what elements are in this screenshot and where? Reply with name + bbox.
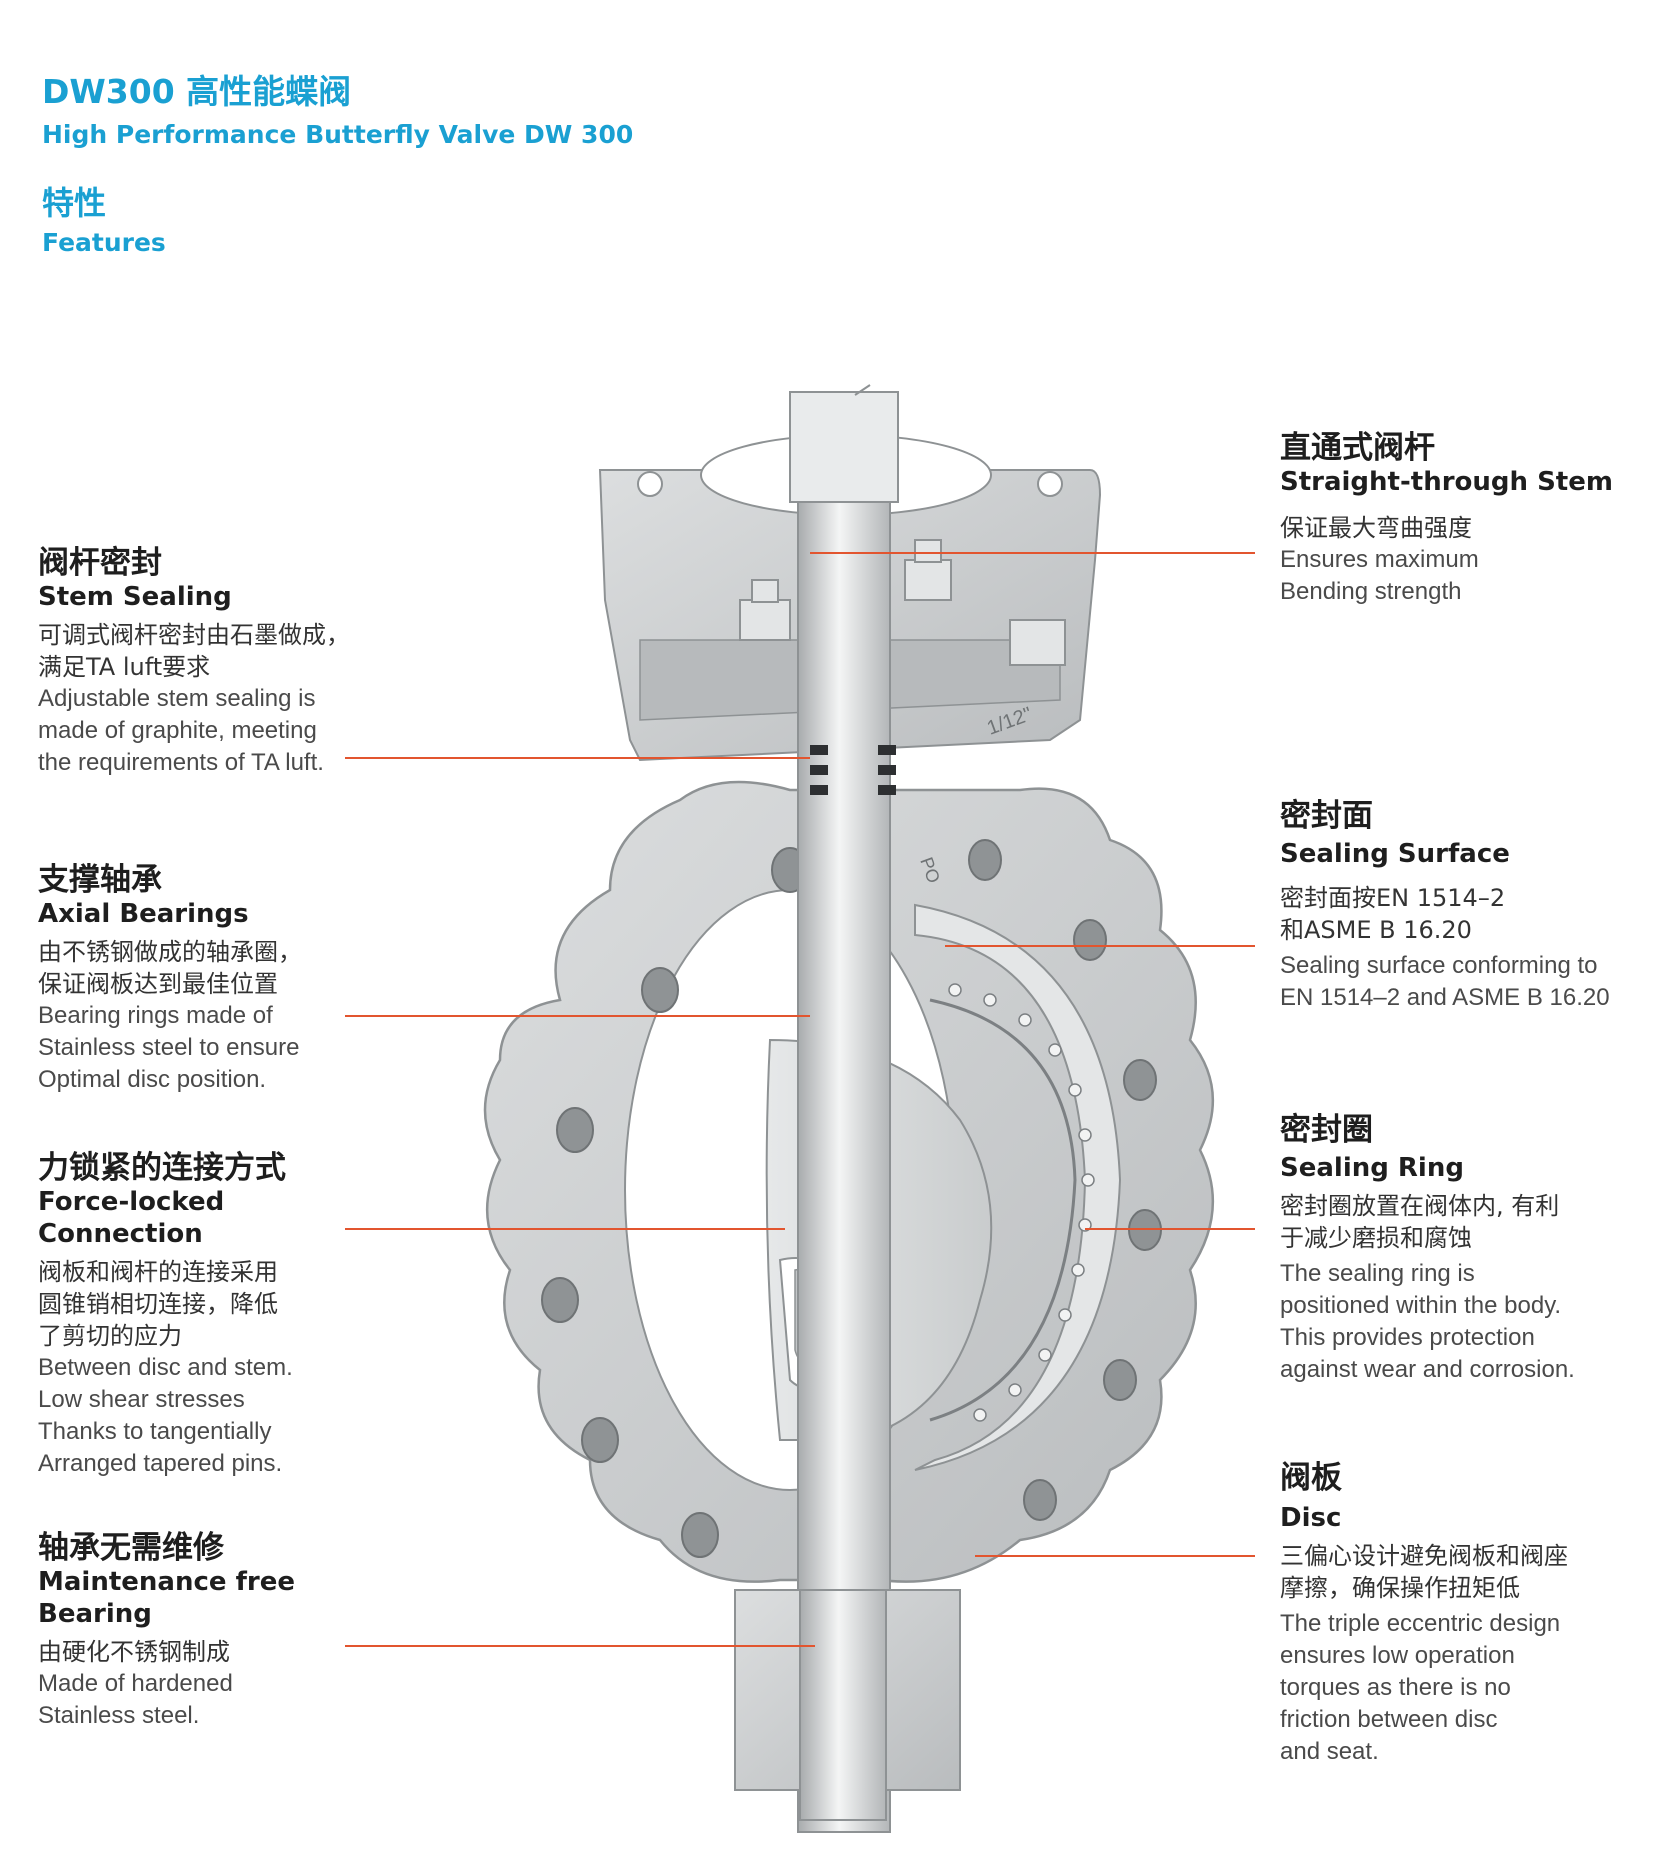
- feature-title-zh: 力锁紧的连接方式: [38, 1150, 286, 1186]
- feature-title-zh: 密封面: [1280, 798, 1373, 834]
- feature-title-en: Axial Bearings: [38, 899, 249, 929]
- feature-desc-en: Bearing rings made of Stainless steel to…: [38, 1002, 300, 1093]
- leader-force-locked-connection: [345, 1228, 785, 1230]
- feature-desc-en: Adjustable stem sealing is made of graph…: [38, 685, 324, 776]
- feature-straight-through-stem: 直通式阀杆 Straight-through Stem 保证最大弯曲强度 Ens…: [1280, 430, 1640, 608]
- section-title-en: Features: [42, 228, 166, 257]
- page-title-en: High Performance Butterfly Valve DW 300: [42, 120, 634, 149]
- leader-maintenance-free-bearing: [345, 1645, 815, 1647]
- feature-desc-en: Between disc and stem. Low shear stresse…: [38, 1354, 293, 1477]
- feature-title-en: Force-locked Connection: [38, 1187, 225, 1249]
- lug-bolt-holes: [541, 839, 1162, 1558]
- feature-desc-zh: 保证最大弯曲强度: [1280, 514, 1472, 542]
- feature-title-en: Maintenance free Bearing: [38, 1567, 295, 1629]
- page-title-zh: DW300 高性能蝶阀: [42, 72, 352, 111]
- feature-desc-zh: 三偏心设计避免阀板和阀座 摩擦，确保操作扭矩低: [1280, 1542, 1568, 1602]
- feature-force-locked-connection: 力锁紧的连接方式 Force-locked Connection 阀板和阀杆的连…: [38, 1150, 368, 1480]
- feature-sealing-ring: 密封圈 Sealing Ring 密封圈放置在阀体内, 有利 于减少磨损和腐蚀 …: [1280, 1112, 1640, 1386]
- feature-title-zh: 密封圈: [1280, 1112, 1373, 1148]
- feature-title-en: Sealing Ring: [1280, 1153, 1464, 1183]
- feature-desc-en: Sealing surface conforming to EN 1514–2 …: [1280, 952, 1610, 1011]
- leader-axial-bearings: [345, 1015, 810, 1017]
- feature-desc-en: The triple eccentric design ensures low …: [1280, 1610, 1561, 1765]
- feature-desc-en: The sealing ring is positioned within th…: [1280, 1260, 1575, 1383]
- feature-desc-zh: 由不锈钢做成的轴承圈， 保证阀板达到最佳位置: [38, 938, 302, 998]
- feature-title-zh: 轴承无需维修: [38, 1530, 224, 1566]
- feature-title-zh: 直通式阀杆: [1280, 430, 1435, 466]
- seat-cutaway: [914, 903, 1122, 1471]
- seat-retainer-screws: [948, 983, 1095, 1422]
- feature-desc-en: Ensures maximum Bending strength: [1280, 546, 1479, 605]
- feature-desc-zh: 由硬化不锈钢制成: [38, 1638, 230, 1666]
- feature-title-en: Disc: [1280, 1503, 1342, 1533]
- feature-desc-zh: 阀板和阀杆的连接采用 圆锥销相切连接，降低 了剪切的应力: [38, 1258, 278, 1350]
- feature-desc-en: Made of hardened Stainless steel.: [38, 1670, 233, 1729]
- leader-sealing-ring: [1085, 1228, 1255, 1230]
- feature-title-zh: 阀板: [1280, 1460, 1342, 1496]
- feature-title-zh: 支撑轴承: [38, 862, 162, 898]
- feature-desc-zh: 密封圈放置在阀体内, 有利 于减少磨损和腐蚀: [1280, 1192, 1560, 1252]
- leader-disc: [975, 1555, 1255, 1557]
- feature-title-en: Stem Sealing: [38, 582, 232, 612]
- feature-sealing-surface: 密封面 Sealing Surface 密封面按EN 1514–2 和ASME …: [1280, 798, 1640, 1014]
- section-title-zh: 特性: [42, 184, 107, 222]
- leader-straight-through-stem: [810, 552, 1255, 554]
- leader-sealing-surface: [945, 945, 1255, 947]
- feature-title-en: Straight-through Stem: [1280, 467, 1613, 497]
- feature-desc-zh: 可调式阀杆密封由石墨做成， 满足TA luft要求: [38, 621, 350, 681]
- feature-stem-sealing: 阀杆密封 Stem Sealing 可调式阀杆密封由石墨做成， 满足TA luf…: [38, 545, 368, 779]
- feature-disc: 阀板 Disc 三偏心设计避免阀板和阀座 摩擦，确保操作扭矩低 The trip…: [1280, 1460, 1640, 1768]
- feature-maintenance-free-bearing: 轴承无需维修 Maintenance free Bearing 由硬化不锈钢制成…: [38, 1530, 368, 1732]
- stem-packing: [810, 745, 896, 795]
- feature-title-en: Sealing Surface: [1280, 839, 1510, 869]
- leader-stem-sealing: [345, 757, 810, 759]
- lower-bearing-housing: [734, 1589, 961, 1821]
- gland-bolts: [739, 539, 1066, 666]
- feature-title-zh: 阀杆密封: [38, 545, 162, 581]
- feature-axial-bearings: 支撑轴承 Axial Bearings 由不锈钢做成的轴承圈， 保证阀板达到最佳…: [38, 862, 368, 1096]
- feature-desc-zh: 密封面按EN 1514–2 和ASME B 16.20: [1280, 884, 1506, 944]
